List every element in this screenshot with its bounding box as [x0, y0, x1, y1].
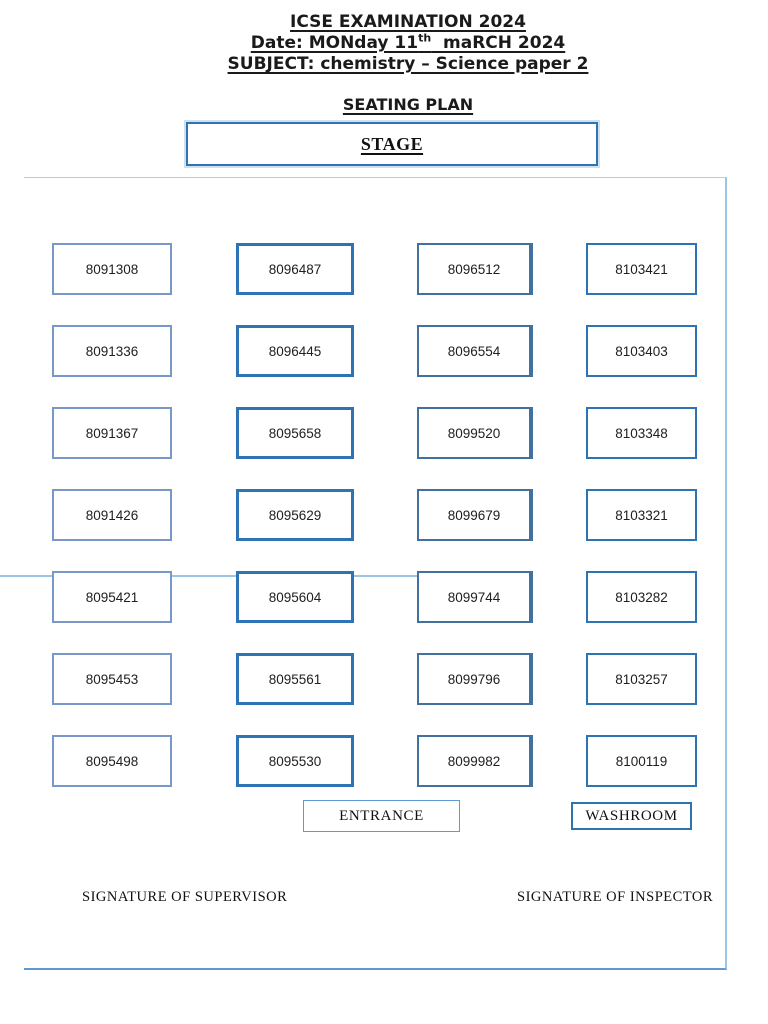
supervisor-signature-label: SIGNATURE OF SUPERVISOR [82, 889, 288, 905]
seat-number: 8095530 [268, 753, 322, 769]
seating-plan-heading: SEATING PLAN [342, 95, 474, 114]
seat-box: 8096445 [236, 325, 354, 377]
seat-number: 8096554 [447, 343, 501, 359]
seat-box: 8091426 [52, 489, 172, 541]
seat-number: 8095561 [268, 671, 322, 687]
seat-number: 8091426 [85, 507, 139, 523]
seat-number: 8096487 [268, 261, 322, 277]
horizontal-divider-line [0, 575, 449, 577]
seat-box: 8095498 [52, 735, 172, 787]
seat-box: 8103282 [586, 571, 697, 623]
seat-number: 8099520 [447, 425, 501, 441]
seat-box: 8095561 [236, 653, 354, 705]
stage-box: STAGE [186, 122, 598, 166]
seat-number: 8103421 [615, 261, 668, 277]
seat-box: 8091308 [52, 243, 172, 295]
seat-number: 8095453 [85, 671, 139, 687]
seat-box: 8091367 [52, 407, 172, 459]
seat-number: 8095658 [268, 425, 322, 441]
exam-date-prefix: Date: MONday 11 [250, 33, 419, 53]
exam-date-ordinal: th [418, 31, 432, 45]
seat-number: 8099679 [447, 507, 501, 523]
seat-number: 8095629 [268, 507, 322, 523]
seat-box: 8099679 [417, 489, 533, 541]
seat-number: 8103321 [615, 507, 668, 523]
seat-number: 8096445 [268, 343, 322, 359]
document-header: ICSE EXAMINATION 2024 Date: MONday 11th … [48, 12, 768, 75]
seat-number: 8103257 [615, 671, 668, 687]
seat-box: 8103348 [586, 407, 697, 459]
seat-number: 8095421 [85, 589, 139, 605]
seat-number: 8096512 [447, 261, 501, 277]
seat-number: 8091336 [85, 343, 139, 359]
seat-number: 8103403 [615, 343, 668, 359]
seat-box: 8099796 [417, 653, 533, 705]
seat-box: 8099744 [417, 571, 533, 623]
exam-subject: SUBJECT: chemistry – Science paper 2 [227, 54, 589, 74]
seat-number: 8091367 [85, 425, 139, 441]
entrance-box: ENTRANCE [303, 800, 460, 832]
seat-box: 8091336 [52, 325, 172, 377]
seat-box: 8103321 [586, 489, 697, 541]
seat-box: 8103403 [586, 325, 697, 377]
seat-number: 8099982 [447, 753, 501, 769]
seat-box: 8103257 [586, 653, 697, 705]
seat-number: 8095604 [268, 589, 322, 605]
seat-box: 8099982 [417, 735, 533, 787]
seat-number: 8103282 [615, 589, 668, 605]
seat-number: 8103348 [615, 425, 668, 441]
seat-number: 8099796 [447, 671, 501, 687]
seat-number: 8099744 [447, 589, 501, 605]
seat-number: 8091308 [85, 261, 139, 277]
seat-number: 8095498 [85, 753, 139, 769]
washroom-label: WASHROOM [585, 807, 678, 824]
stage-label: STAGE [360, 133, 424, 154]
exam-title: ICSE EXAMINATION 2024 [290, 12, 526, 32]
seat-box: 8099520 [417, 407, 533, 459]
seat-box: 8095629 [236, 489, 354, 541]
exam-date: Date: MONday 11th maRCH 2024 [48, 31, 768, 53]
entrance-label: ENTRANCE [339, 807, 424, 824]
seat-box: 8100119 [586, 735, 697, 787]
seat-box: 8096554 [417, 325, 533, 377]
exam-date-suffix: maRCH 2024 [431, 33, 566, 53]
seat-box: 8096512 [417, 243, 533, 295]
seat-box: 8095604 [236, 571, 354, 623]
inspector-signature-label: SIGNATURE OF INSPECTOR [517, 889, 714, 905]
seat-box: 8095658 [236, 407, 354, 459]
seat-box: 8103421 [586, 243, 697, 295]
seat-box: 8095421 [52, 571, 172, 623]
washroom-box: WASHROOM [571, 802, 692, 830]
seat-box: 8096487 [236, 243, 354, 295]
seat-number: 8100119 [615, 753, 668, 769]
seat-box: 8095530 [236, 735, 354, 787]
seat-box: 8095453 [52, 653, 172, 705]
